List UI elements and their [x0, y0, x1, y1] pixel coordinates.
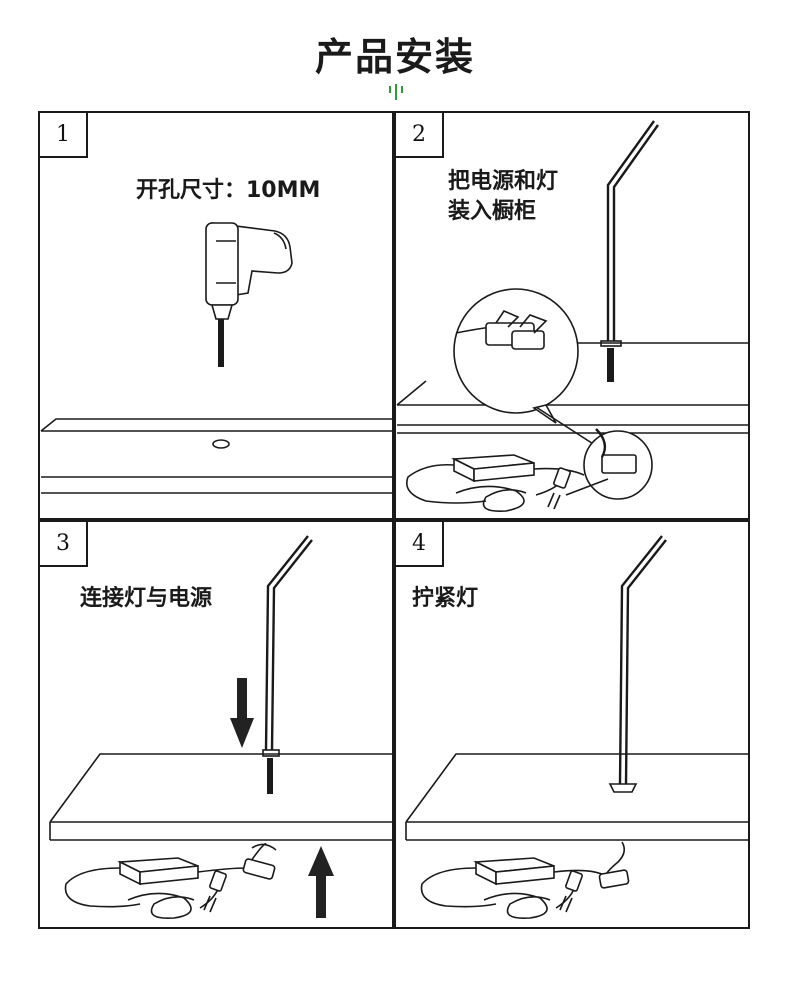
- step-3-panel: 3 连接灯与电源: [38, 520, 394, 929]
- connector-illustration: [396, 120, 748, 513]
- arrow-up-icon: [308, 846, 334, 918]
- power-supply-icon: [420, 841, 630, 920]
- page-title: 产品安装: [314, 35, 475, 79]
- drill-icon: [205, 222, 293, 367]
- tighten-illustration: [405, 535, 748, 920]
- installation-steps-grid: 1 开孔尺寸：10MM: [38, 111, 750, 929]
- step-1-panel: 1 开孔尺寸：10MM: [38, 111, 394, 520]
- step-2-number: 2: [396, 113, 444, 158]
- lamp-icon: [608, 535, 667, 793]
- step-4-panel: 4 拧紧灯: [394, 520, 750, 929]
- title-accent-icon: [389, 84, 403, 100]
- step-4-caption: 拧紧灯: [412, 586, 479, 611]
- drill-illustration: [40, 222, 392, 494]
- lamp-icon: [262, 535, 313, 794]
- step-2-panel: 2 把电源和灯 装入橱柜: [394, 111, 750, 520]
- step-2-caption: 把电源和灯 装入橱柜: [448, 169, 559, 224]
- step-4-number: 4: [396, 522, 444, 567]
- step-3-caption: 连接灯与电源: [80, 586, 213, 611]
- arrow-down-icon: [230, 678, 254, 748]
- power-supply-icon: [406, 454, 585, 513]
- connector-zoom-icon: [453, 288, 602, 450]
- power-supply-icon: [64, 843, 277, 920]
- connect-illustration: [49, 535, 392, 920]
- step-3-number: 3: [40, 522, 88, 567]
- step-1-number: 1: [40, 113, 88, 158]
- step-1-caption: 开孔尺寸：10MM: [136, 178, 321, 203]
